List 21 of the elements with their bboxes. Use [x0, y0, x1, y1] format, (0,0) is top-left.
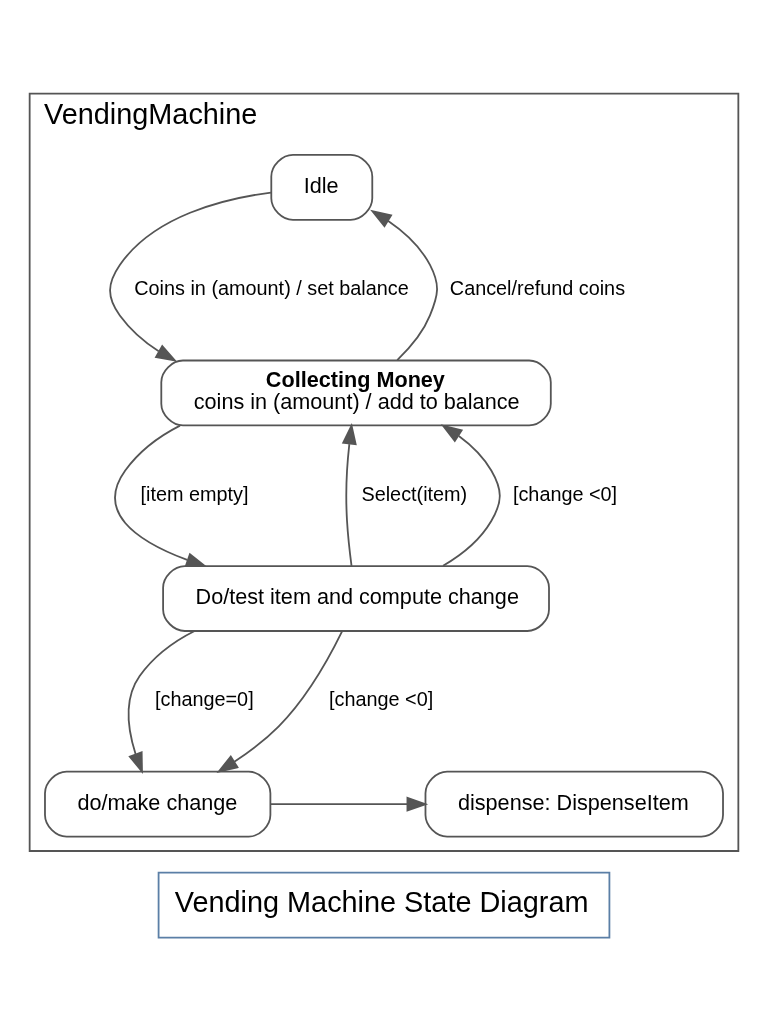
edge-label: [change <0] — [512, 482, 618, 505]
node-box: Collecting Money coins in (amount) / add to balance — [160, 359, 552, 427]
arrow — [114, 424, 208, 568]
edge-label: [item empty] — [140, 482, 249, 505]
node-box: Idle — [270, 154, 374, 221]
arrow — [109, 191, 272, 362]
node-box: do/make change — [44, 770, 272, 838]
arrow — [127, 630, 196, 774]
caption: Vending Machine State Diagram — [174, 885, 589, 918]
edge-label: Coins in (amount) / set balance — [134, 277, 409, 300]
edge-label: [change <0] — [329, 688, 434, 711]
arrow — [216, 630, 344, 773]
arrow — [370, 209, 438, 361]
node-box: dispense: DispenseItem — [424, 770, 724, 838]
arrow — [341, 422, 357, 567]
edge-label: Cancel/refund coins — [449, 277, 626, 300]
arrow — [269, 796, 429, 812]
edge-label: [change=0] — [154, 688, 254, 711]
edge-label: Select(item) — [361, 482, 468, 505]
node-box: Do/test item and compute change — [162, 565, 550, 632]
arrow — [440, 424, 501, 567]
